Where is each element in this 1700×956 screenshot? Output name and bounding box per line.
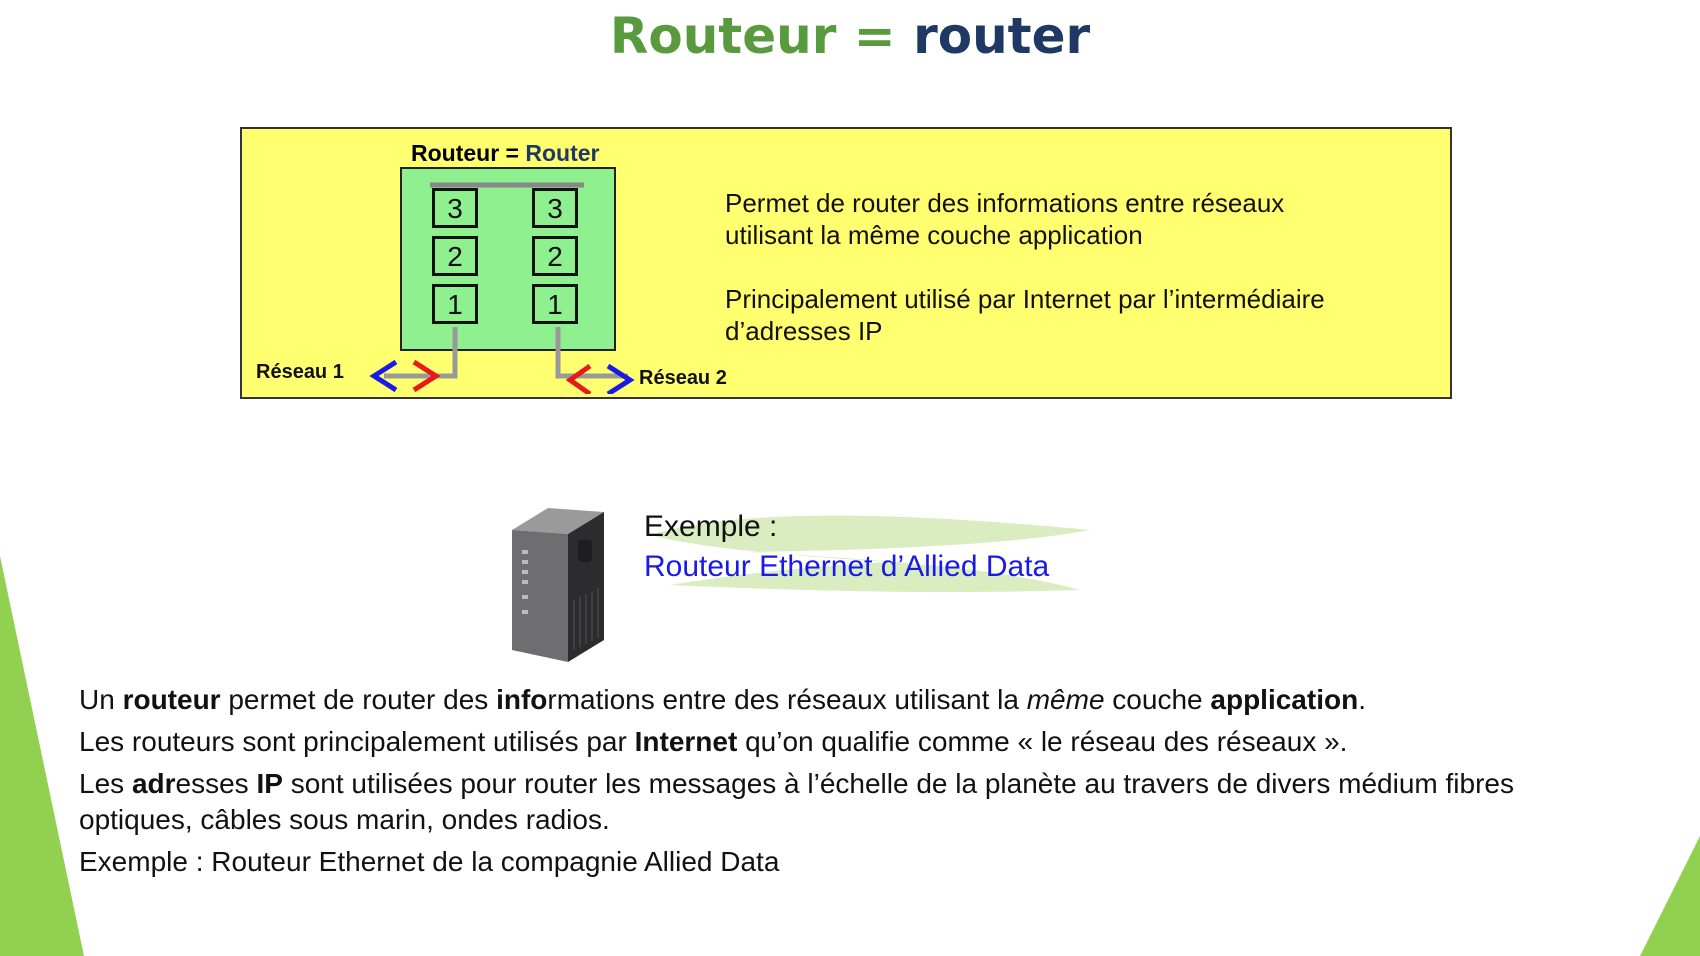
network1-label: Réseau 1 bbox=[256, 361, 344, 383]
left-accent-triangle bbox=[0, 556, 84, 956]
body-line-3: Les adresses IP sont utilisées pour rout… bbox=[79, 766, 1669, 802]
body-line-2: Les routeurs sont principalement utilisé… bbox=[79, 724, 1669, 760]
network2-label: Réseau 2 bbox=[639, 367, 727, 389]
brush-highlight bbox=[650, 515, 1090, 593]
text: sont utilisées pour router les messages … bbox=[282, 768, 1514, 799]
desc1-line2: utilisant la même couche application bbox=[725, 220, 1143, 250]
diagram-title-bold: Routeur = bbox=[411, 140, 526, 166]
desc2-line2: d’adresses IP bbox=[725, 316, 883, 346]
text: couche bbox=[1104, 684, 1211, 715]
text-bold: info bbox=[496, 684, 548, 715]
text-bold: adr bbox=[131, 768, 176, 799]
title-part2: router bbox=[913, 7, 1091, 65]
left-layer-2: 2 bbox=[432, 236, 478, 276]
title-part1: Routeur bbox=[609, 7, 837, 65]
body-line-5: Exemple : Routeur Ethernet de la compagn… bbox=[79, 846, 780, 877]
diagram-title: Routeur = Router bbox=[411, 140, 600, 167]
network1-link bbox=[369, 327, 458, 393]
example-name: Routeur Ethernet d’Allied Data bbox=[644, 550, 1050, 583]
body-line-4: optiques, câbles sous marin, ondes radio… bbox=[79, 804, 610, 835]
title-equals: = bbox=[836, 7, 914, 65]
text: permet de router des bbox=[220, 684, 497, 715]
slide-title: Routeur = router bbox=[0, 6, 1700, 66]
router-top-connector bbox=[430, 182, 584, 188]
right-layer-3: 3 bbox=[532, 188, 578, 228]
text: Les bbox=[79, 768, 132, 799]
text: . bbox=[1358, 684, 1366, 715]
desc1-line1: Permet de router des informations entre … bbox=[725, 188, 1285, 218]
text: rmations entre des réseaux utilisant la bbox=[547, 684, 1027, 715]
text: Un bbox=[79, 684, 123, 715]
text-bold: application bbox=[1210, 684, 1359, 715]
text: qu’on qualifie comme « le réseau des rés… bbox=[737, 726, 1348, 757]
desc2-line1: Principalement utilisé par Internet par … bbox=[725, 284, 1325, 314]
left-layer-1: 1 bbox=[432, 284, 478, 324]
text: Les routeurs sont principalement utilisé… bbox=[79, 726, 635, 757]
text-bold: routeur bbox=[122, 684, 221, 715]
diagram-desc-1: Permet de router des informations entre … bbox=[725, 187, 1284, 251]
diagram-title-blue: Router bbox=[525, 140, 600, 166]
diagram-desc-2: Principalement utilisé par Internet par … bbox=[725, 283, 1325, 347]
text: esses bbox=[175, 768, 257, 799]
right-layer-2: 2 bbox=[532, 236, 578, 276]
body-line-1: Un routeur permet de router des informat… bbox=[79, 682, 1669, 718]
right-accent-triangle bbox=[1640, 836, 1700, 956]
router-device-image bbox=[512, 508, 604, 662]
network2-link bbox=[555, 327, 635, 394]
example-label: Exemple : bbox=[644, 510, 778, 543]
text-bold: Internet bbox=[634, 726, 738, 757]
text-bold: IP bbox=[256, 768, 283, 799]
right-layer-1: 1 bbox=[532, 284, 578, 324]
left-layer-3: 3 bbox=[432, 188, 478, 228]
text-italic: même bbox=[1026, 684, 1105, 715]
